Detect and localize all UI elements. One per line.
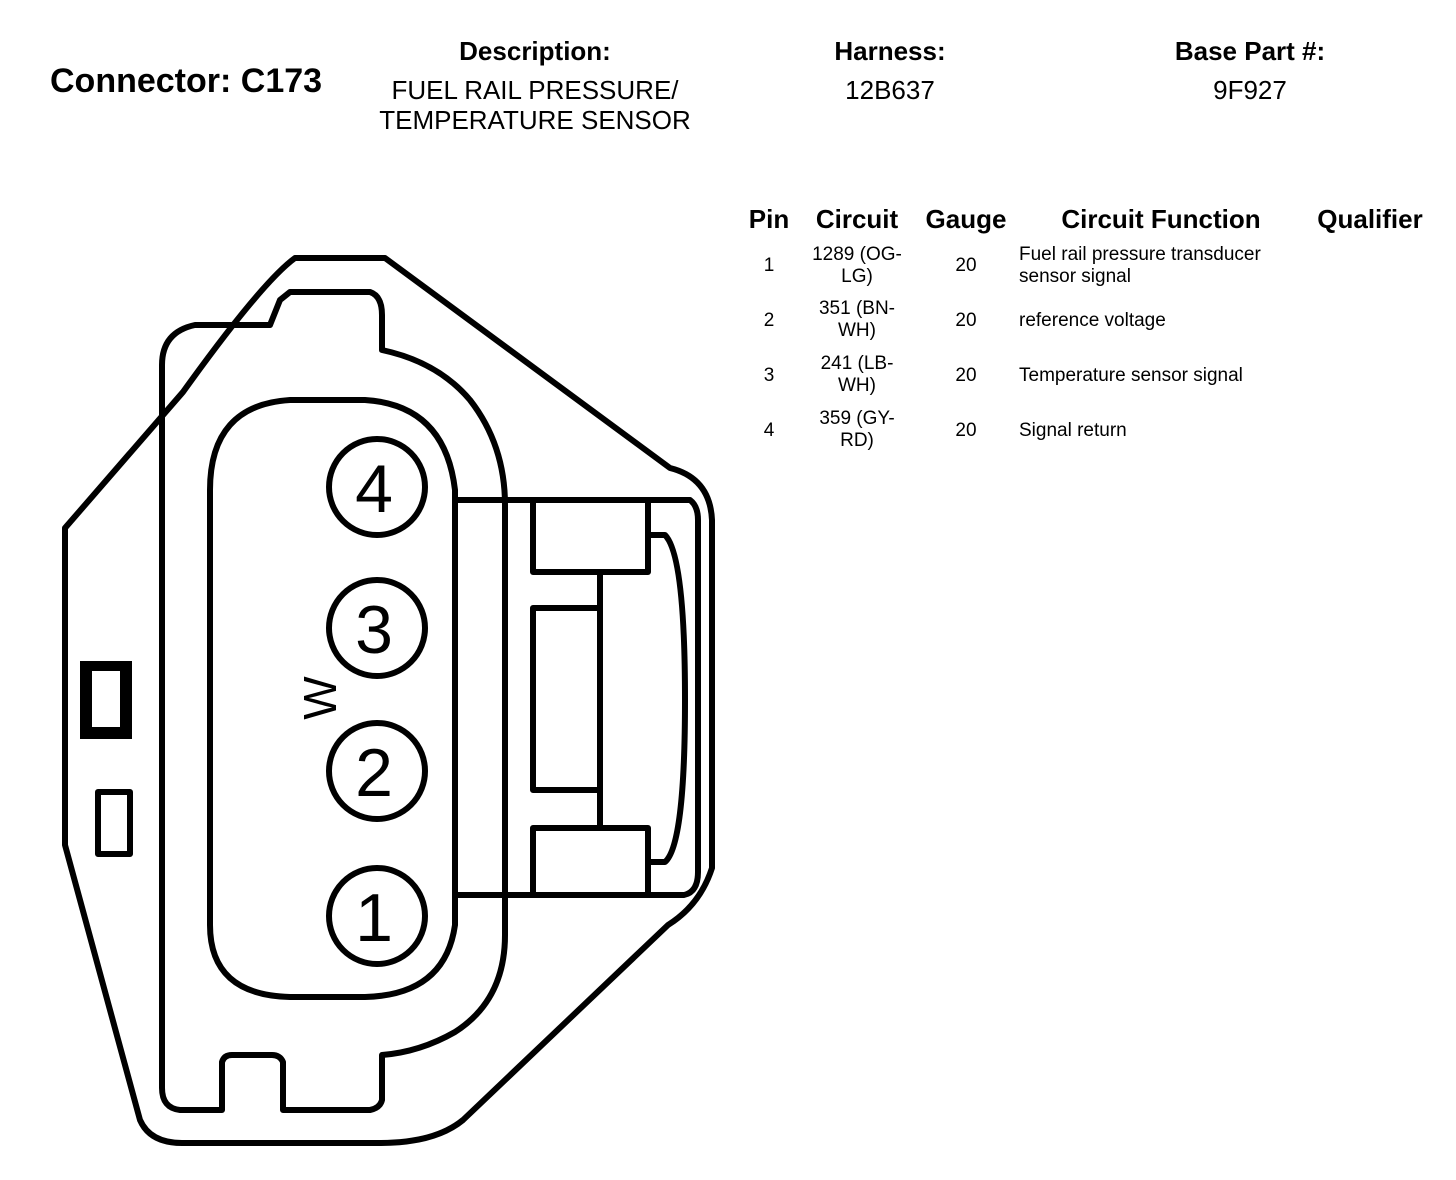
pin-circle-4 [326, 436, 428, 538]
connector-outer-housing [62, 255, 715, 1146]
side-slot [95, 789, 133, 857]
harness-value: 12B637 [845, 75, 935, 105]
gauge-cell: 20 [955, 310, 977, 331]
pin-circle-3 [326, 577, 428, 679]
function-cell: Temperature sensor signal [1019, 365, 1309, 387]
function-line-1: Temperature sensor signal [1019, 365, 1243, 386]
gauge-cell: 20 [955, 365, 977, 386]
circuit-line-1: 241 (LB- [820, 353, 894, 374]
function-line-2: sensor signal [1019, 266, 1131, 287]
description-heading: Description: [459, 36, 611, 66]
circuit-line-2: LG) [841, 266, 873, 287]
circuit-cell: 351 (BN- WH) [800, 298, 914, 342]
circuit-line-1: 359 (GY- [819, 408, 895, 429]
pin-cell: 2 [763, 310, 775, 331]
gauge-cell: 20 [955, 420, 977, 441]
base-part-value: 9F927 [1213, 75, 1287, 105]
function-cell: Fuel rail pressure transducer sensor sig… [1019, 244, 1309, 288]
connector-inner-shell [159, 289, 508, 1113]
circuit-line-2: RD) [840, 430, 874, 451]
pin-cell: 1 [763, 255, 775, 276]
function-line-1: Signal return [1019, 420, 1127, 441]
pin-circle-1 [326, 865, 428, 967]
function-cell: reference voltage [1019, 310, 1309, 332]
circuit-cell: 359 (GY- RD) [800, 408, 914, 452]
function-line-1: Fuel rail pressure transducer [1019, 244, 1261, 265]
connector-face-diagram: 4 3 2 1 W [62, 255, 715, 1146]
pin-number-4: 4 [355, 451, 393, 527]
function-cell: Signal return [1019, 420, 1309, 442]
pin-cell: 3 [763, 365, 775, 386]
col-header-circuit: Circuit [815, 204, 899, 234]
pin-cavity [207, 397, 458, 1000]
pin-number-3: 3 [355, 592, 393, 668]
circuit-cell: 241 (LB- WH) [800, 353, 914, 397]
circuit-line-2: WH) [838, 375, 876, 396]
harness-heading: Harness: [834, 36, 946, 66]
description-line-2: TEMPERATURE SENSOR [379, 105, 691, 135]
col-header-gauge: Gauge [925, 204, 1007, 234]
connector-label: Connector: C173 [50, 62, 323, 100]
circuit-line-2: WH) [838, 320, 876, 341]
description-line-1: FUEL RAIL PRESSURE/ [391, 75, 679, 105]
col-header-function: Circuit Function [1061, 204, 1261, 234]
base-part-heading: Base Part #: [1174, 36, 1326, 66]
function-line-1: reference voltage [1019, 310, 1166, 331]
wire-side-marker: W [294, 676, 346, 720]
latch-assembly [452, 497, 701, 898]
pin-number-2: 2 [355, 735, 393, 811]
gauge-cell: 20 [955, 255, 977, 276]
pin-circle-2 [326, 720, 428, 822]
col-header-qualifier: Qualifier [1317, 204, 1423, 234]
description-value: FUEL RAIL PRESSURE/ TEMPERATURE SENSOR [340, 75, 730, 135]
circuit-line-1: 1289 (OG- [812, 244, 902, 265]
pin-cell: 4 [763, 420, 775, 441]
pin-number-1: 1 [355, 880, 393, 956]
circuit-cell: 1289 (OG- LG) [800, 244, 914, 288]
circuit-line-1: 351 (BN- [818, 298, 896, 319]
col-header-pin: Pin [748, 204, 790, 234]
